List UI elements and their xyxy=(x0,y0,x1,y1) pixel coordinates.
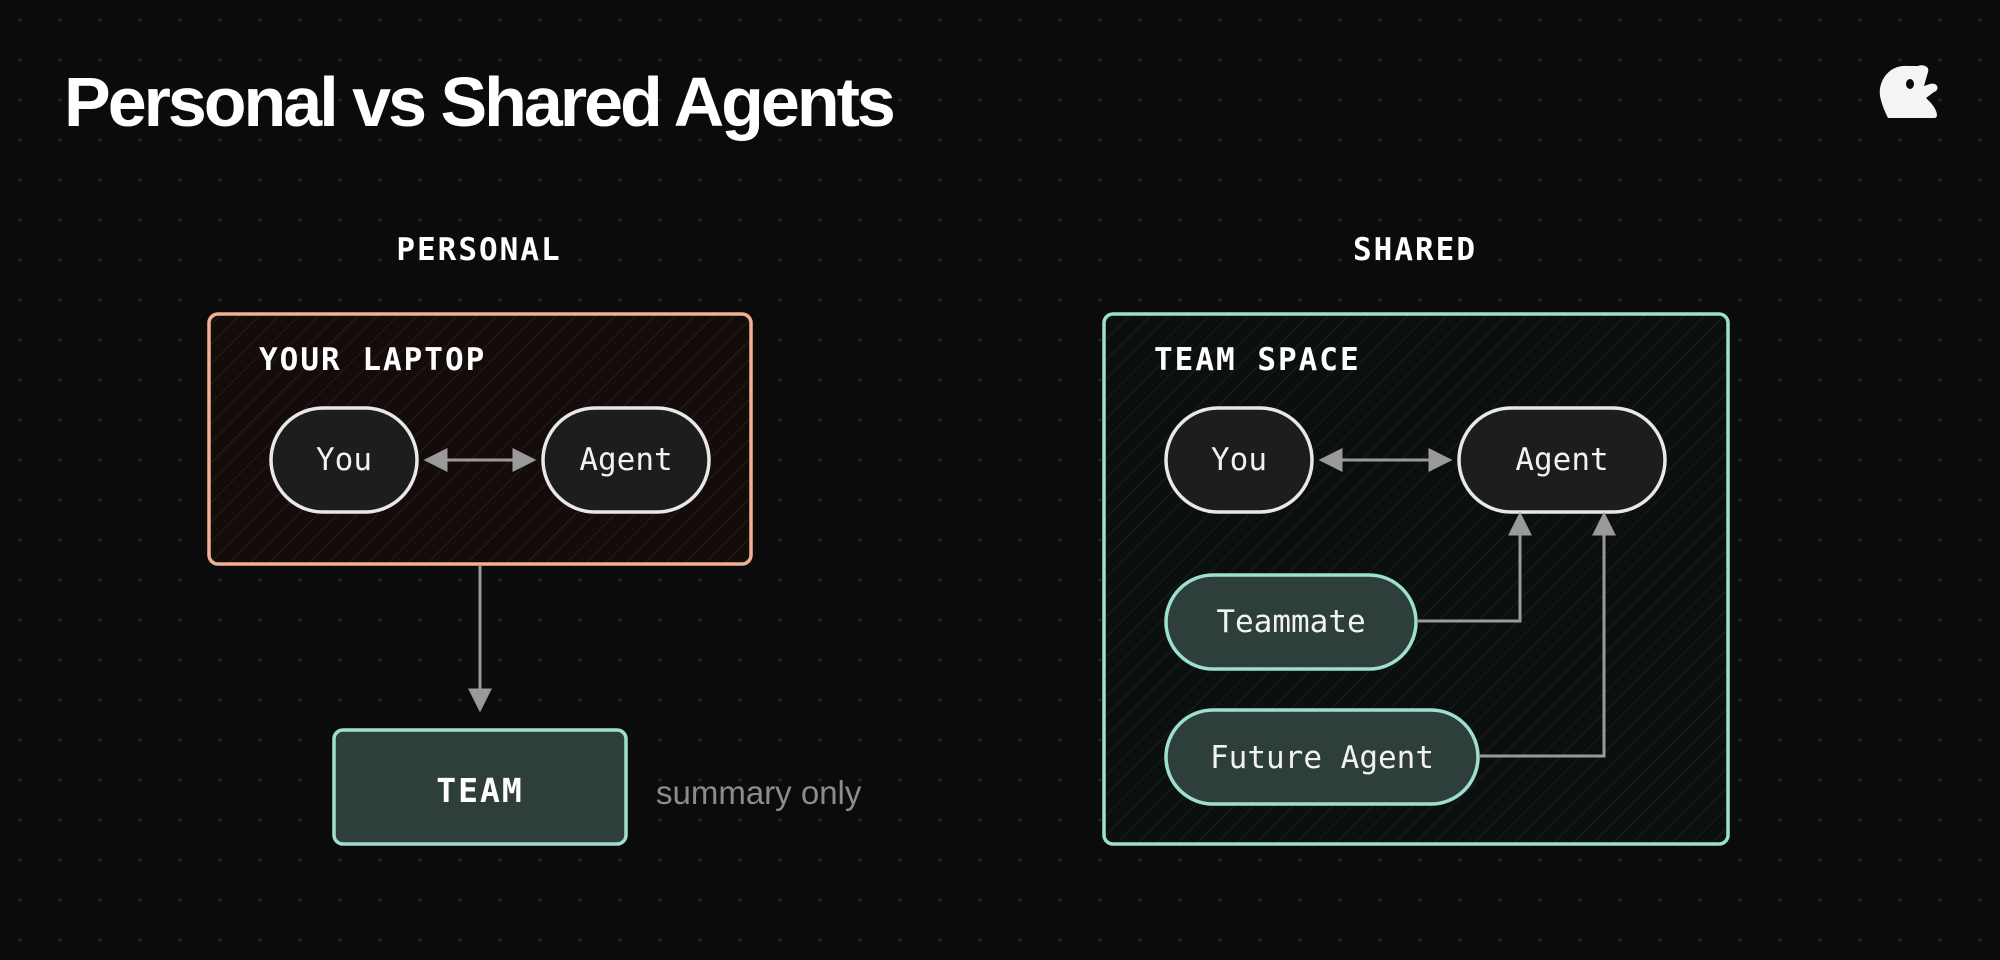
shared-agent-node: Agent xyxy=(1457,406,1667,514)
shared-you-node: You xyxy=(1164,406,1314,514)
shared-section-label: SHARED xyxy=(1353,232,1477,268)
team-space-label: TEAM SPACE xyxy=(1154,342,1361,378)
teammate-label: Teammate xyxy=(1216,604,1365,640)
ghost-logo xyxy=(1879,65,1938,118)
team-note: summary only xyxy=(656,774,862,811)
personal-agent-node: Agent xyxy=(541,406,711,514)
team-box: TEAM xyxy=(332,728,628,846)
personal-you-label: You xyxy=(316,442,372,478)
personal-section-label: PERSONAL xyxy=(396,232,561,268)
shared-you-label: You xyxy=(1211,442,1267,478)
page-title: Personal vs Shared Agents xyxy=(64,63,894,141)
team-box-label: TEAM xyxy=(436,771,523,810)
shared-agent-label: Agent xyxy=(1515,442,1608,478)
personal-agent-label: Agent xyxy=(579,442,672,478)
future-agent-node: Future Agent xyxy=(1164,708,1480,806)
teammate-to-agent-arrow xyxy=(1418,511,1532,623)
your-laptop-label: YOUR LAPTOP xyxy=(259,342,486,378)
logo-eye-icon xyxy=(1906,79,1914,89)
personal-you-node: You xyxy=(269,406,419,514)
future-agent-to-agent-arrow xyxy=(1480,511,1616,758)
future-agent-label: Future Agent xyxy=(1210,740,1434,776)
teammate-node: Teammate xyxy=(1164,573,1418,671)
